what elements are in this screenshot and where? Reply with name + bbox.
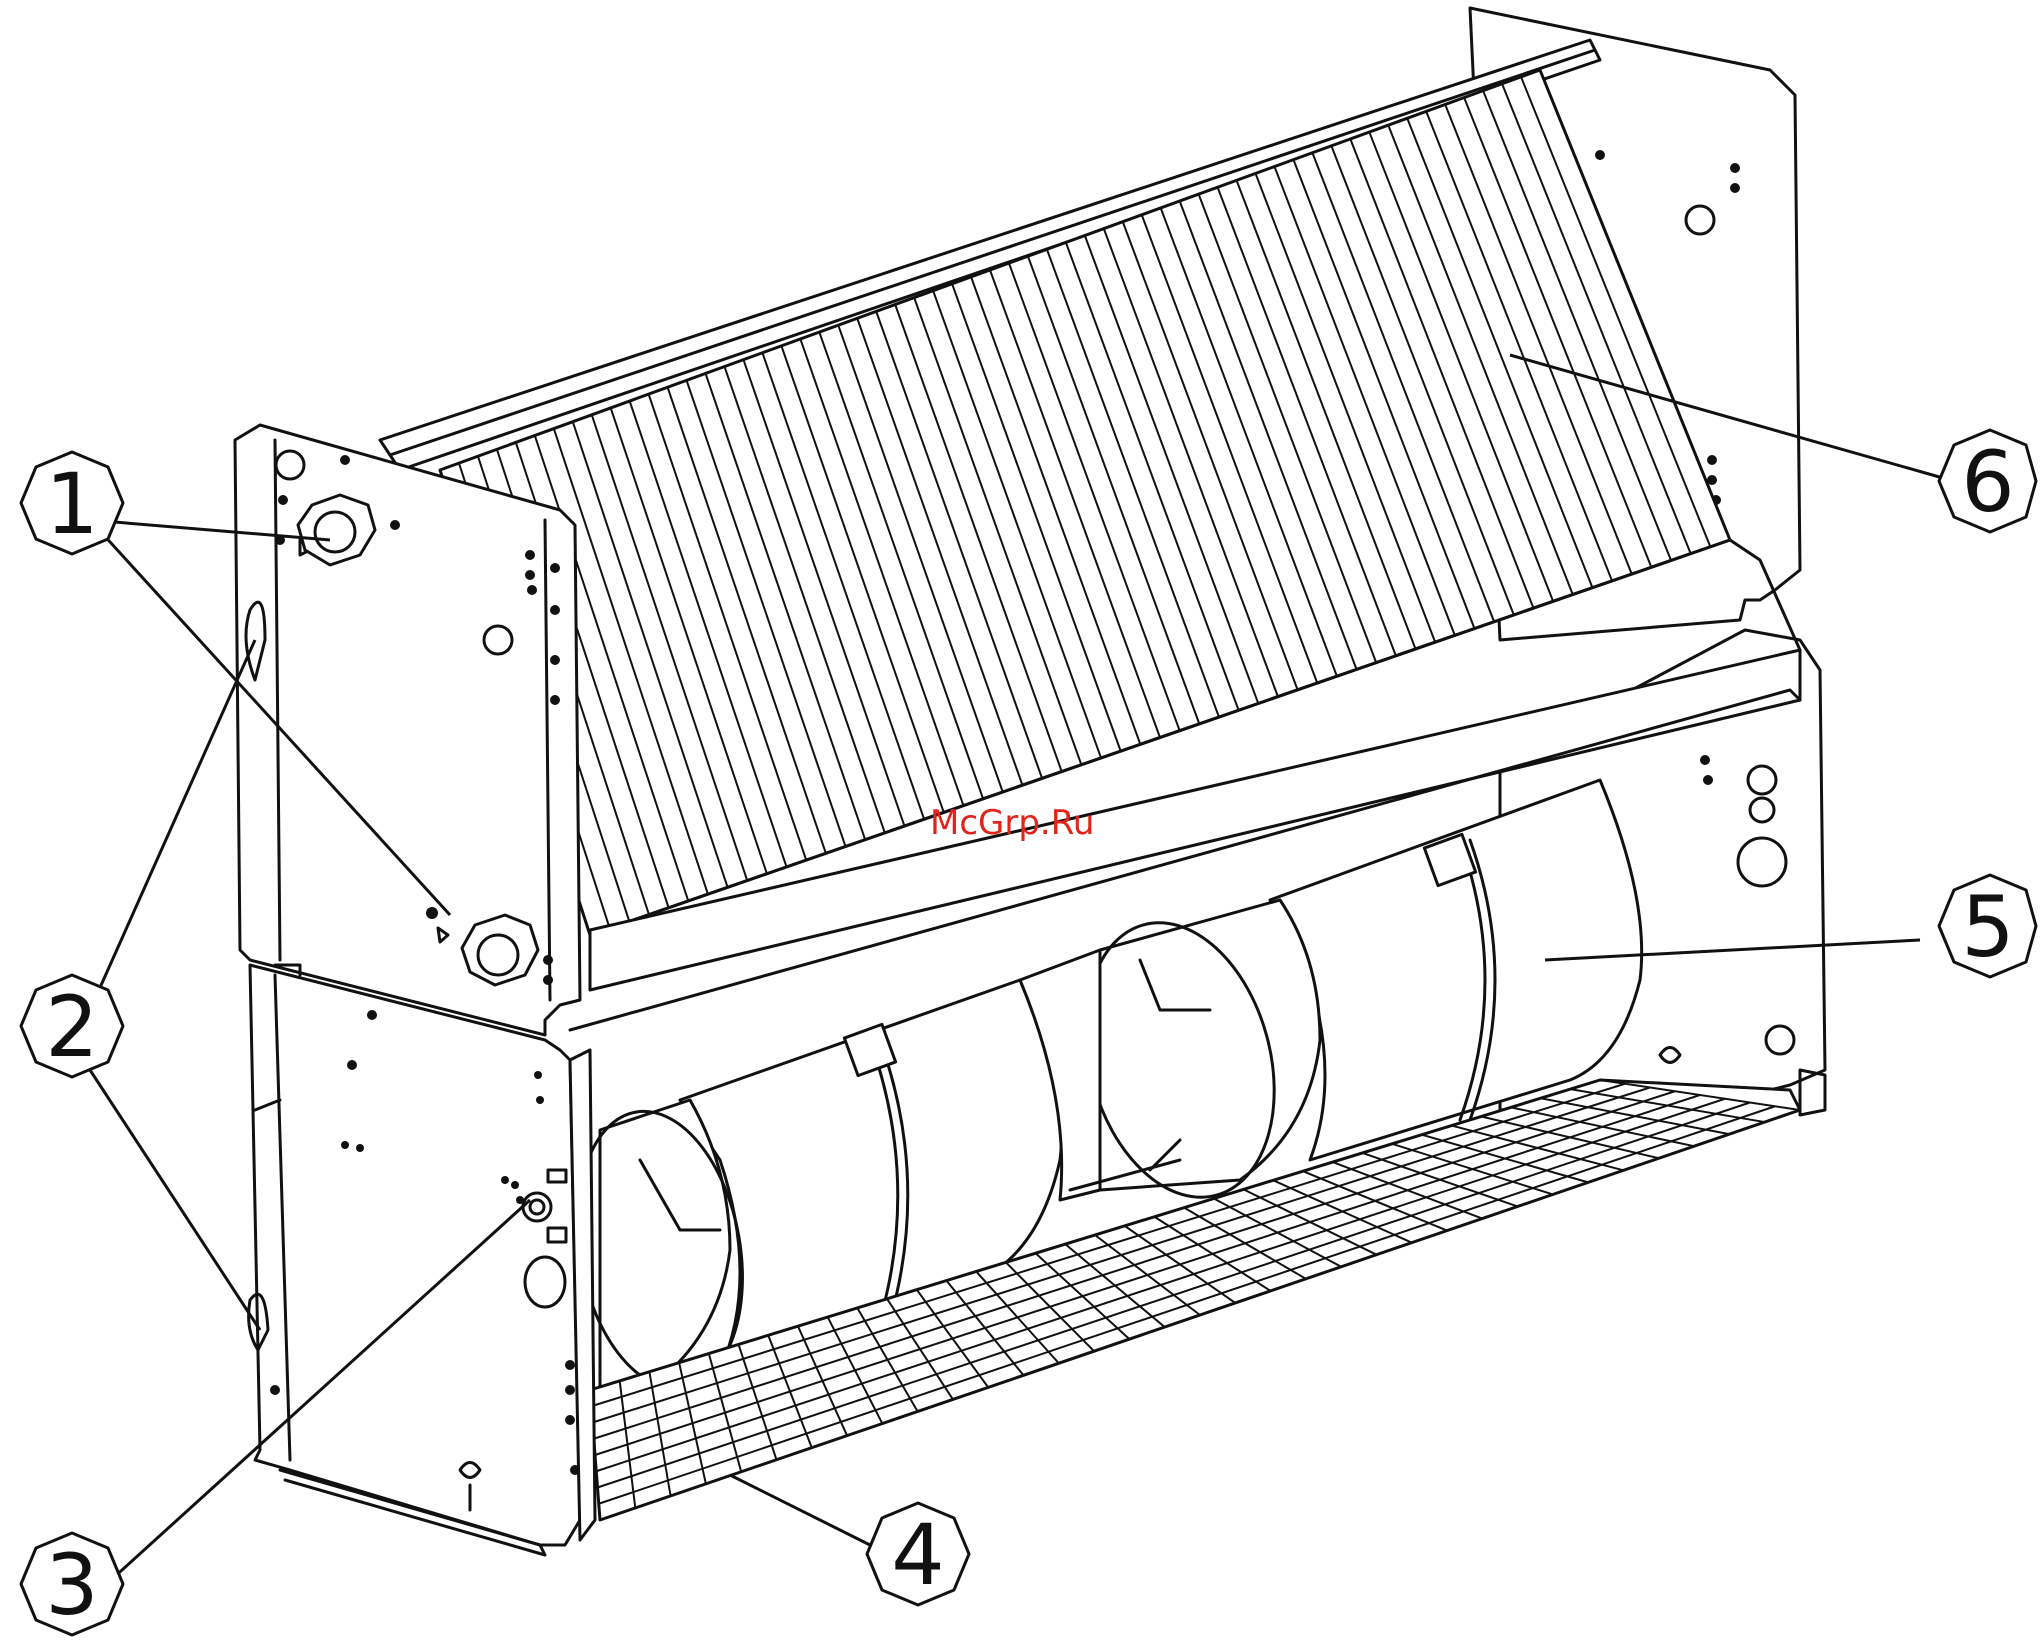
callout-2: 2 [21, 975, 123, 1077]
callout-2-label: 2 [45, 978, 98, 1076]
callout-3: 3 [21, 1533, 123, 1635]
callout-4-label: 4 [891, 1506, 944, 1604]
callout-4: 4 [867, 1503, 969, 1605]
callout-1: 1 [21, 452, 123, 554]
watermark-text: McGrp.Ru [930, 803, 1094, 843]
callout-6: 6 [1939, 430, 2036, 532]
callout-1-label: 1 [45, 455, 98, 553]
callout-5-label: 5 [1961, 878, 2014, 976]
callout-6-label: 6 [1961, 433, 2014, 531]
callout-3-label: 3 [45, 1536, 98, 1634]
callout-5: 5 [1939, 875, 2036, 977]
